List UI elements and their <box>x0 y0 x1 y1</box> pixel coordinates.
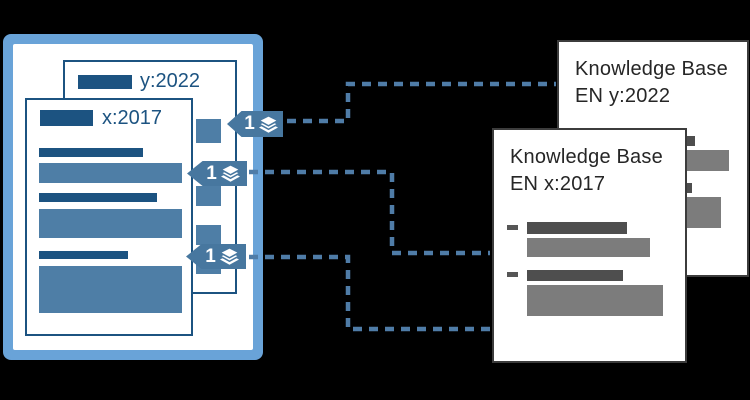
layers-icon <box>218 247 240 265</box>
kb-doc-y2022-title: Knowledge Base EN y:2022 <box>575 58 728 107</box>
layers-icon <box>257 114 279 133</box>
source-doc-x2017 <box>25 98 193 336</box>
connector-tag1-to-kb-y2022 <box>287 81 556 124</box>
chunk-count-label: 1 <box>206 162 217 184</box>
source-doc-x2017-title: x:2017 <box>102 107 163 129</box>
chunk-count-tag-2[interactable]: 1 <box>187 161 247 186</box>
layers-icon <box>219 164 241 182</box>
connector-tag2-to-kb-x2017 <box>249 169 490 256</box>
chunk-count-label: 1 <box>244 113 255 134</box>
connector-tag3-to-kb-x2017 <box>249 254 490 332</box>
source-doc-y2022-title: y:2022 <box>140 70 201 92</box>
kb-doc-x2017-title: Knowledge Base EN x:2017 <box>510 146 663 195</box>
chunk-count-label: 1 <box>205 245 216 267</box>
